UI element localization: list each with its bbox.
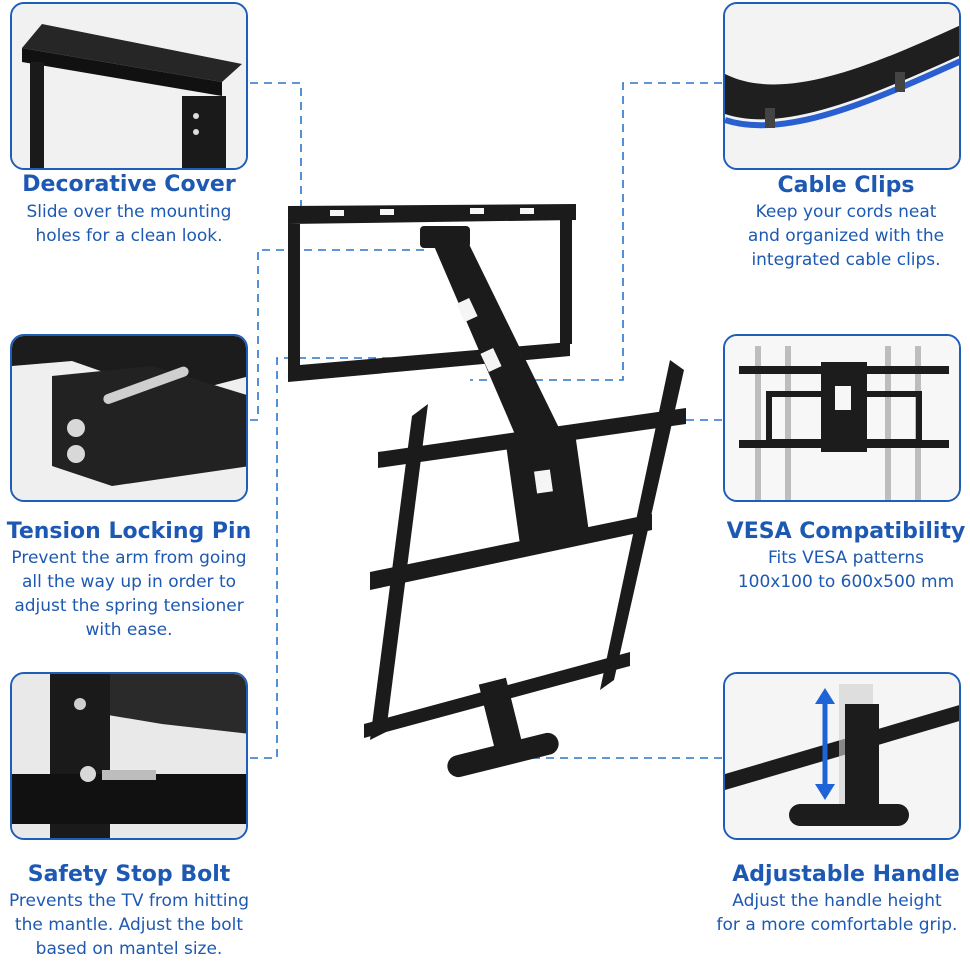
decorative-cover-photo	[10, 2, 248, 170]
safety-stop-bolt-title: Safety Stop Bolt	[27, 862, 231, 887]
adjustable-handle-title: Adjustable Handle	[732, 862, 960, 887]
vesa-compatibility-description: Fits VESA patterns 100x100 to 600x500 mm	[712, 546, 970, 594]
safety-bolt-line-1: Prevents the TV from hitting	[8, 891, 250, 911]
decorative-cover-description: Slide over the mounting holes for a clea…	[0, 200, 258, 248]
safety-bolt-line-2: the mantle. Adjust the bolt	[14, 915, 244, 935]
vesa-pattern-photo	[723, 334, 961, 502]
decorative-cover-title: Decorative Cover	[22, 172, 236, 197]
decorative-cover-line-2: holes for a clean look.	[35, 226, 223, 246]
cable-clips-line-2: and organized with the	[747, 226, 945, 246]
decorative-cover-line-1: Slide over the mounting	[26, 202, 232, 222]
cable-clips-description: Keep your cords neat and organized with …	[712, 200, 970, 272]
cable-clips-line-1: Keep your cords neat	[755, 202, 937, 222]
adjustable-handle-photo	[723, 672, 961, 840]
tension-locking-pin-photo	[10, 334, 248, 502]
leader-cable-clips	[470, 82, 722, 381]
safety-stop-bolt-photo	[10, 672, 248, 840]
safety-bolt-line-3: based on mantel size.	[35, 939, 223, 959]
leader-safety-bolt	[250, 357, 432, 759]
vesa-line-2: 100x100 to 600x500 mm	[737, 572, 955, 592]
mount-arm	[428, 232, 560, 446]
tension-pin-line-4: with ease.	[85, 620, 173, 640]
tension-locking-pin-description: Prevent the arm from going all the way u…	[0, 546, 270, 642]
cable-clips-title: Cable Clips	[777, 173, 915, 198]
leader-decorative-cover	[250, 82, 302, 210]
vesa-compatibility-title: VESA Compatibility	[726, 519, 966, 544]
tension-pin-line-2: all the way up in order to	[21, 572, 237, 592]
cable-clips-photo	[723, 2, 961, 170]
handle-line-1: Adjust the handle height	[732, 891, 942, 911]
handle-line-2: for a more comfortable grip.	[716, 915, 958, 935]
cable-clips-line-3: integrated cable clips.	[751, 250, 941, 270]
wall-plate	[288, 204, 576, 224]
tension-pin-line-3: adjust the spring tensioner	[14, 596, 244, 616]
handle-grip	[447, 732, 559, 778]
mantel-mount-illustration	[288, 204, 686, 778]
tension-pin-line-1: Prevent the arm from going	[11, 548, 247, 568]
safety-stop-bolt-description: Prevents the TV from hitting the mantle.…	[0, 889, 270, 961]
tension-locking-pin-title: Tension Locking Pin	[6, 519, 252, 544]
vesa-line-1: Fits VESA patterns	[767, 548, 925, 568]
leader-tension-pin	[250, 249, 430, 421]
adjustable-handle-description: Adjust the handle height for a more comf…	[694, 889, 970, 937]
